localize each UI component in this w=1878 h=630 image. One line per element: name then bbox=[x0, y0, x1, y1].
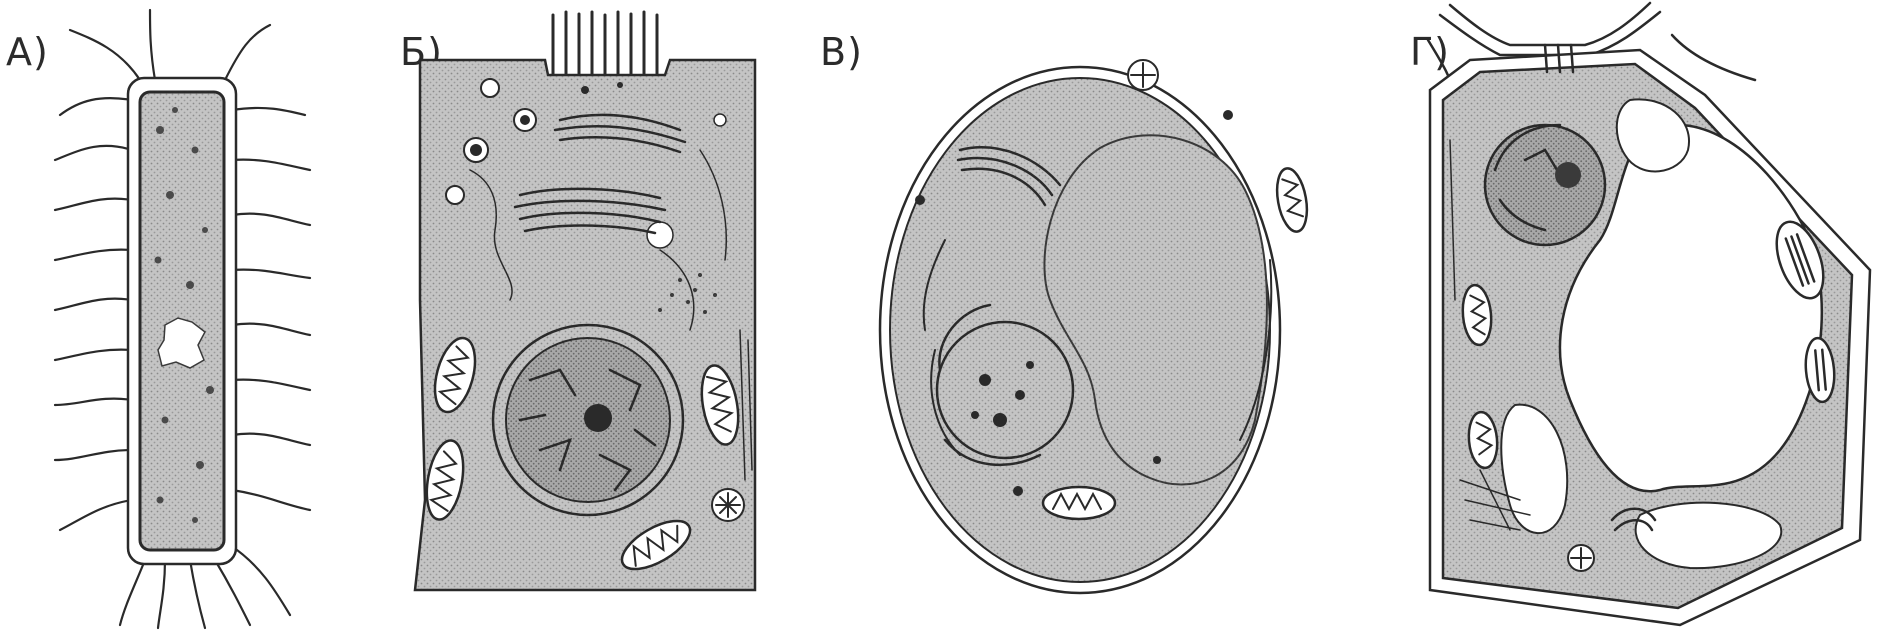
animal-cell bbox=[415, 12, 755, 590]
bacterium-cell bbox=[55, 10, 310, 628]
plant-nucleolus bbox=[1555, 162, 1581, 188]
plant-cell bbox=[1428, 3, 1870, 625]
plant-nucleus bbox=[1485, 125, 1605, 245]
plant-centrosome bbox=[1568, 545, 1594, 571]
animal-nucleus bbox=[493, 325, 683, 515]
fungal-centriole bbox=[1128, 60, 1158, 90]
centrosome bbox=[712, 489, 744, 521]
nucleolus bbox=[584, 404, 612, 432]
microvilli bbox=[553, 12, 657, 75]
fungal-cell bbox=[880, 60, 1311, 593]
